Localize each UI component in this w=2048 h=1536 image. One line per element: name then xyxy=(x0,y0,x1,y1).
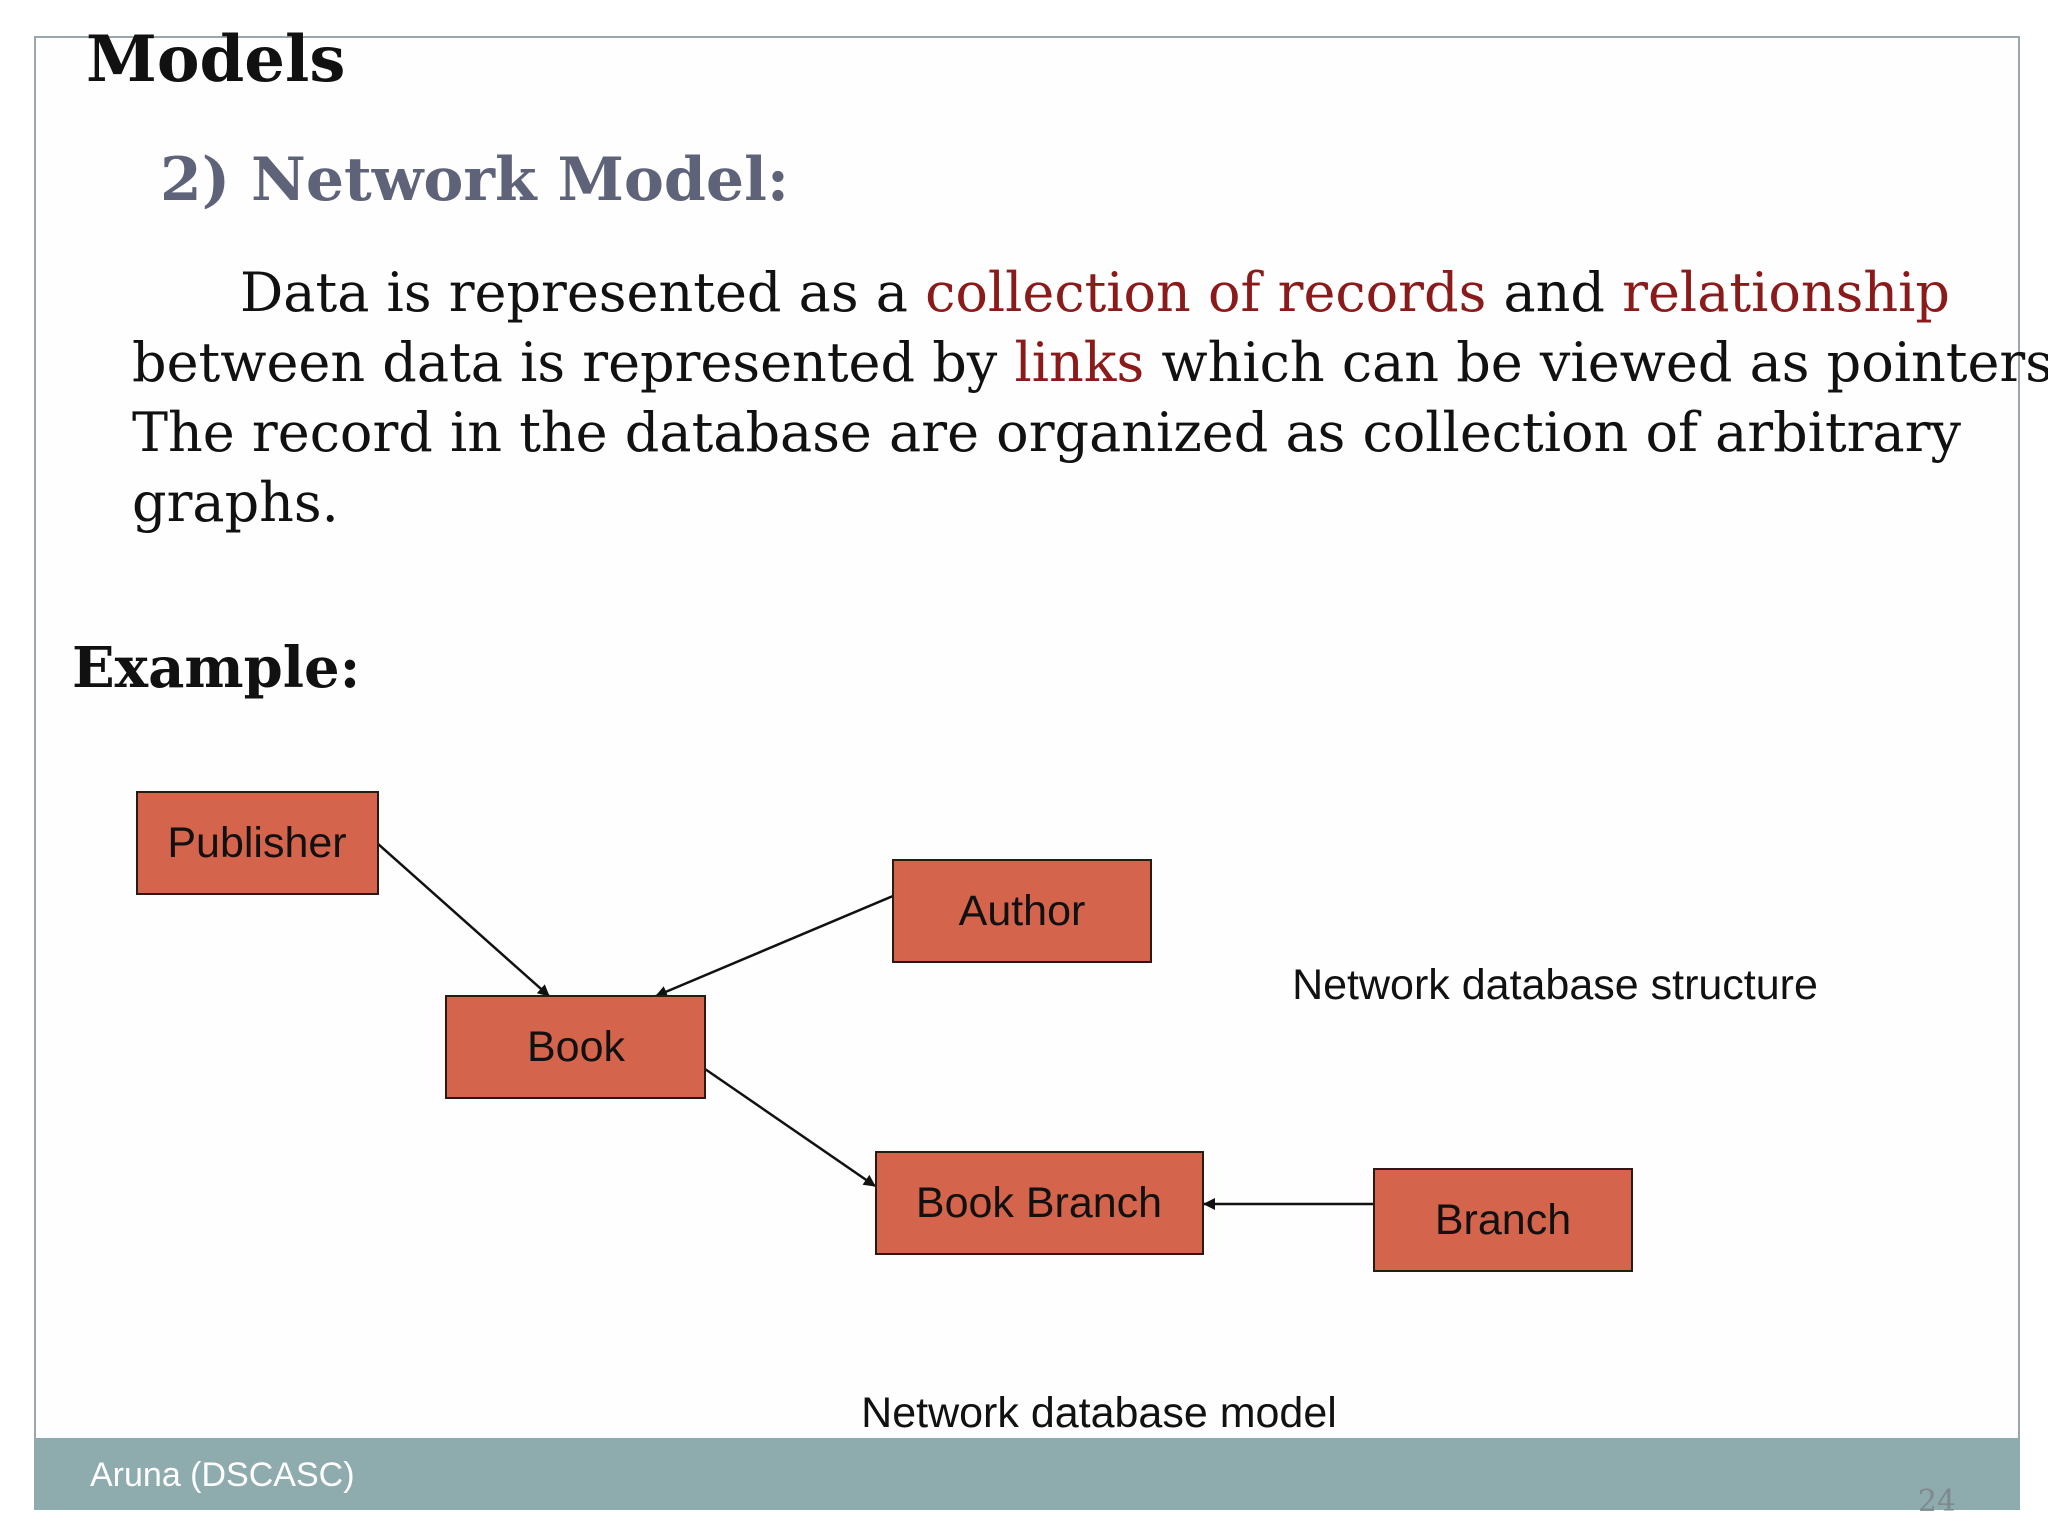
node-publisher-label: Publisher xyxy=(167,819,346,867)
body-line-2: between data is represented by links whi… xyxy=(132,328,2048,398)
body-line-4: graphs. xyxy=(132,471,339,534)
highlight-collection-of-records: collection of records xyxy=(925,261,1487,324)
body-text-segment: between data is represented by xyxy=(132,331,1015,394)
edge-publisher-to-book xyxy=(376,842,550,997)
body-line-3: The record in the database are organized… xyxy=(132,401,1961,464)
body-text-segment: and xyxy=(1486,261,1623,324)
example-label: Example: xyxy=(72,635,361,701)
body-line-1: Data is represented as a collection of r… xyxy=(132,258,1992,328)
node-book: Book xyxy=(445,995,706,1099)
slide-subtitle: 2) Network Model: xyxy=(160,145,790,215)
clipped-title: Data xyxy=(86,0,254,8)
node-book-branch-label: Book Branch xyxy=(916,1179,1162,1227)
node-book-branch: Book Branch xyxy=(875,1151,1204,1255)
edge-book-to-book-branch xyxy=(704,1067,876,1188)
body-paragraph: Data is represented as a collection of r… xyxy=(132,258,2048,538)
node-publisher: Publisher xyxy=(136,791,379,895)
body-text-segment: Data is represented as a xyxy=(240,261,926,324)
edge-author-to-book xyxy=(655,894,894,998)
slide-title: Models xyxy=(86,22,346,97)
highlight-relationship: relationship xyxy=(1622,261,1950,324)
footer-author: Aruna (DSCASC) xyxy=(90,1456,355,1494)
body-text-segment: which can be viewed as pointers. xyxy=(1144,331,2048,394)
highlight-links: links xyxy=(1014,331,1145,394)
model-caption: Network database model xyxy=(861,1389,1337,1437)
node-author-label: Author xyxy=(959,887,1086,935)
footer-bar: Aruna (DSCASC) 24 xyxy=(34,1438,2020,1519)
node-book-label: Book xyxy=(527,1023,626,1071)
node-author: Author xyxy=(892,859,1152,963)
node-branch: Branch xyxy=(1373,1168,1633,1272)
slide-frame xyxy=(34,36,2020,1510)
structure-caption: Network database structure xyxy=(1292,961,1818,1009)
page-number: 24 xyxy=(1917,1484,1956,1519)
node-branch-label: Branch xyxy=(1435,1196,1571,1244)
